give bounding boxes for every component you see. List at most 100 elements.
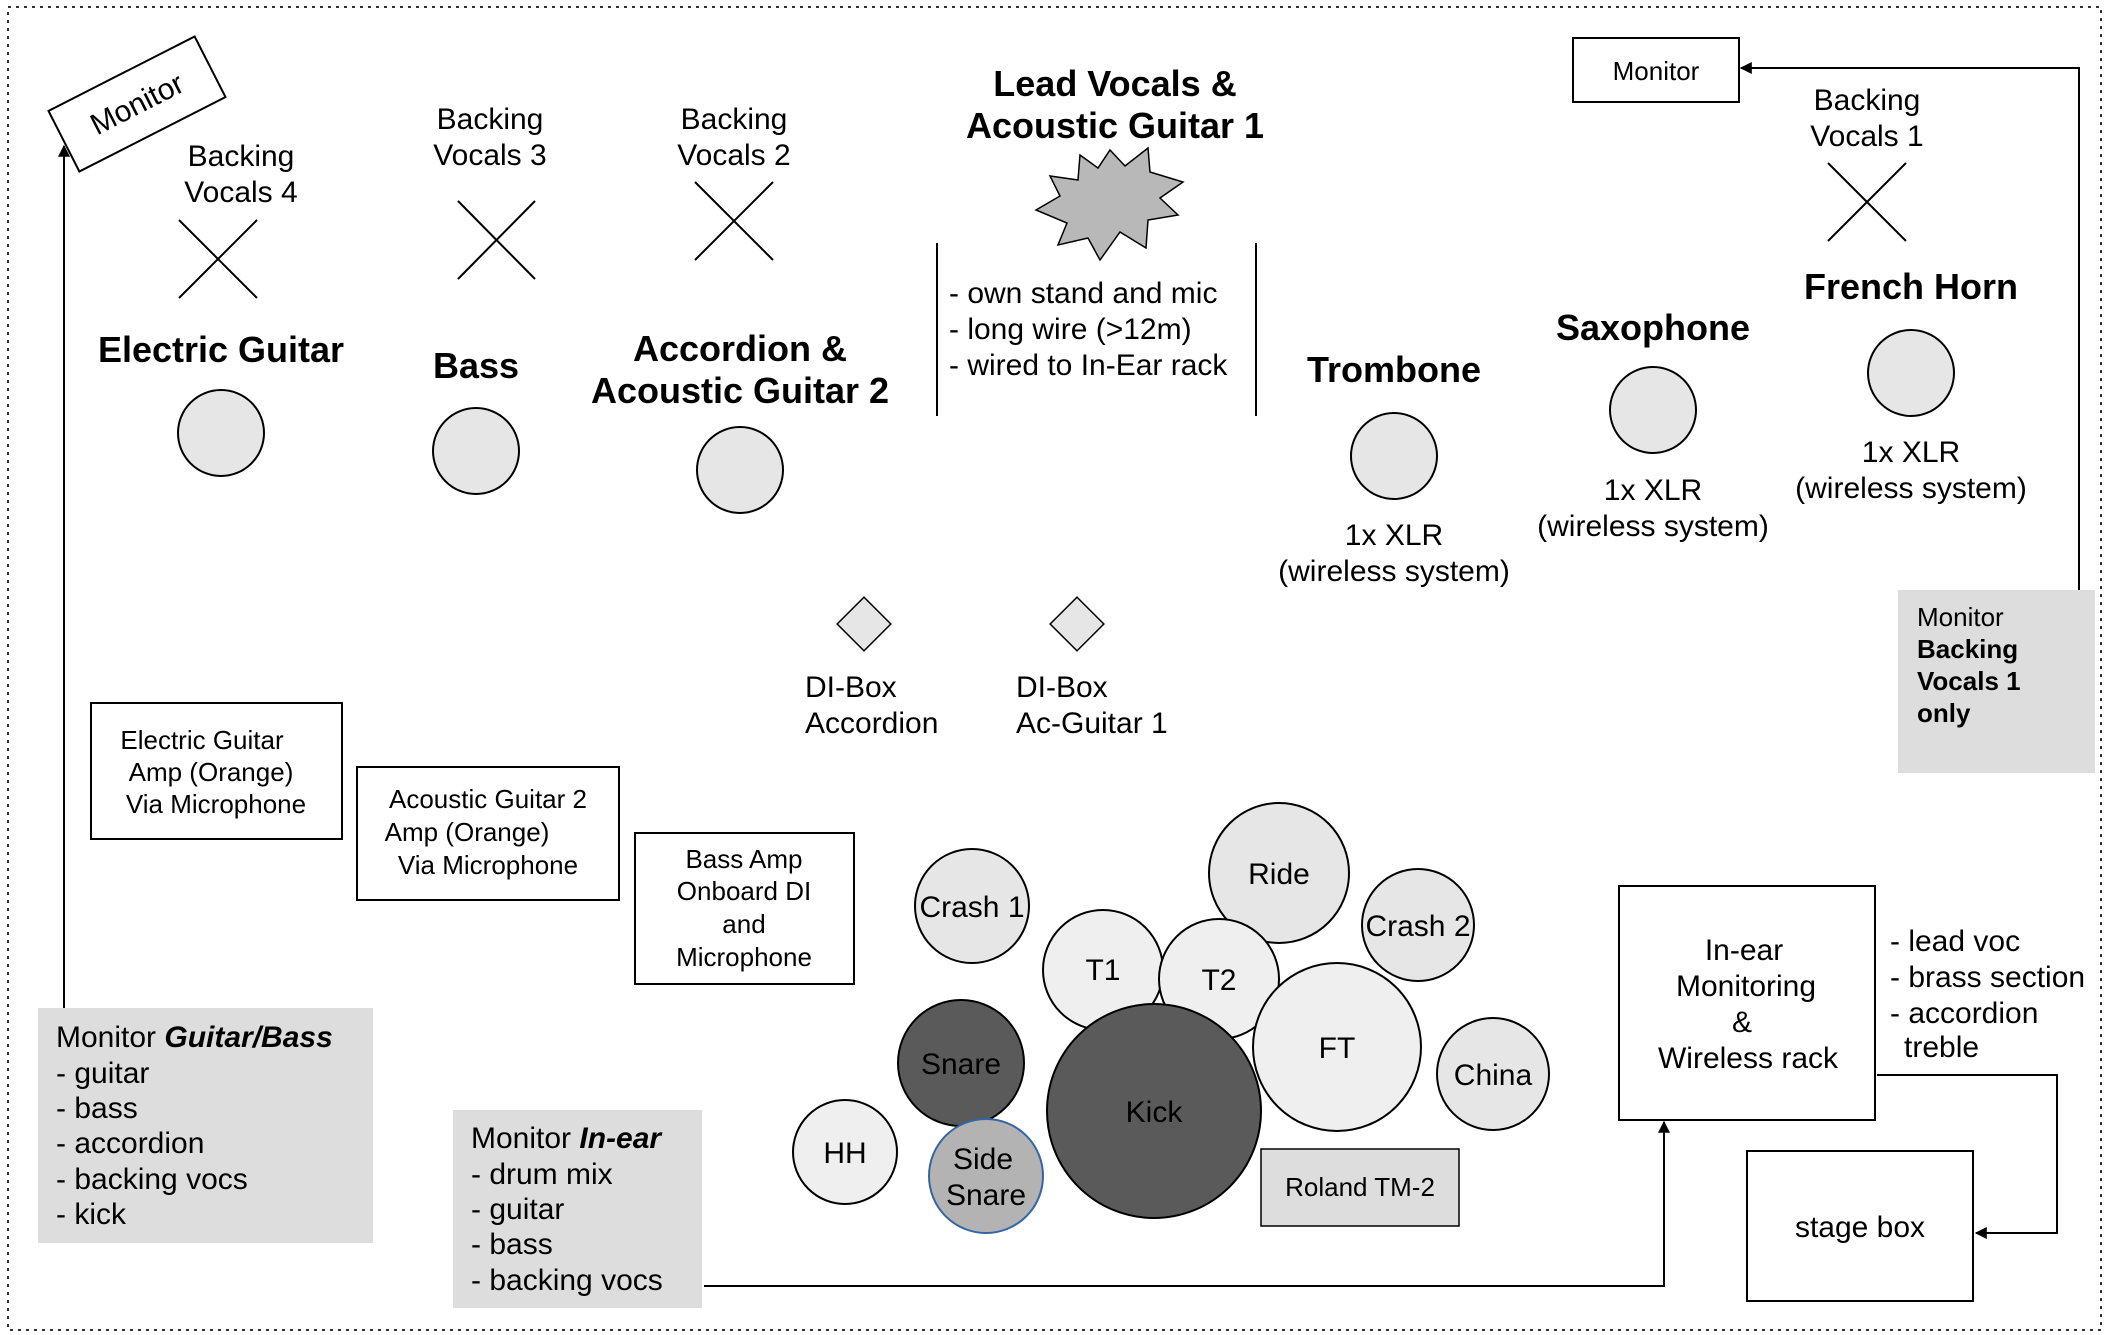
french-horn-position: French Horn 1x XLR (wireless system) [1795,266,2027,505]
stage-border [7,6,2102,1331]
monitor-in-ear-item-1: - drum mix [471,1158,613,1191]
amp-acoustic-line3: Via Microphone [398,850,578,880]
backing-vocals-1-line1: Backing [1814,84,1921,117]
trombone-label: Trombone [1307,349,1481,390]
saxophone-xlr-line2: (wireless system) [1537,510,1769,543]
stage-box-label: stage box [1795,1211,1925,1244]
performer-circle-icon [432,407,520,495]
rack-note-3: - accordion [1890,997,2038,1030]
french-horn-xlr-line2: (wireless system) [1795,472,2027,505]
rack-note-1: - lead voc [1890,925,2020,958]
monitor-in-ear-title: Monitor In-ear [471,1122,663,1155]
rack-line3: & [1732,1006,1752,1039]
lead-vocals-title-line1: Lead Vocals & [993,63,1236,104]
rack-line1: In-ear [1705,934,1783,967]
di-box-diamond-icon [836,596,892,652]
drum-china-label: China [1454,1059,1533,1092]
amp-bass-line2: Onboard DI [677,876,811,906]
lead-note-3: - wired to In-Ear rack [949,349,1228,382]
di-box-guitar-line2: Ac-Guitar 1 [1016,707,1168,740]
french-horn-xlr-line1: 1x XLR [1862,436,1960,469]
performer-circle-icon [177,389,265,477]
amp-acoustic-line1: Acoustic Guitar 2 [389,784,587,814]
amp-bass-line3: and [722,909,765,939]
di-box-guitar: DI-Box Ac-Guitar 1 [1016,596,1168,740]
performer-circle-icon [1609,366,1697,454]
drum-hh-label: HH [823,1137,866,1170]
stage-box: stage box [1746,1150,1974,1302]
trombone-position: Trombone 1x XLR (wireless system) [1278,349,1510,588]
backing-vocals-2-line2: Vocals 2 [677,139,790,172]
rack-line2: Monitoring [1676,970,1816,1003]
rack-note-4: treble [1904,1031,1979,1064]
drum-snare: Snare [897,999,1025,1127]
saxophone-xlr-line1: 1x XLR [1604,474,1702,507]
lead-note-1: - own stand and mic [949,277,1217,310]
backing-vocals-2: Backing Vocals 2 [677,103,791,261]
drum-ride-label: Ride [1248,858,1310,891]
drum-crash-2-label: Crash 2 [1365,910,1470,943]
di-box-accordion-line1: DI-Box [805,671,897,704]
backing-vocals-4-line1: Backing [188,140,295,173]
drum-crash-1: Crash 1 [914,848,1030,964]
monitor-in-ear-item-2: - guitar [471,1193,564,1226]
monitor-in-ear: Monitor In-ear - drum mix - guitar - bas… [453,1110,702,1308]
performer-circle-icon [696,426,784,514]
arrow-rack-to-stage-box [1877,1074,2058,1239]
monitor-backing-vocals-1: Monitor Backing Vocals 1 only [1898,590,2095,773]
performer-circle-icon [1867,329,1955,417]
arrow-to-monitor-top-right [1739,62,2080,590]
drum-side-snare-line1: Side [953,1143,1013,1176]
monitor-guitar-bass: Monitor Guitar/Bass - guitar - bass - ac… [38,1008,373,1243]
amp-bass-line1: Bass Amp [685,844,802,874]
monitor-bv1-line2: Backing [1917,634,2018,664]
lead-singer-burst-icon [1034,146,1185,262]
backing-vocals-3-line2: Vocals 3 [433,139,546,172]
electric-guitar-position: Electric Guitar [98,329,344,477]
monitor-bv1-line1: Monitor [1917,602,2004,632]
mic-stand-x-icon [457,200,536,280]
amp-electric-line3: Via Microphone [126,789,306,819]
backing-vocals-3-line1: Backing [437,103,544,136]
amp-electric-line1: Electric Guitar [120,725,284,755]
monitor-bv1-line3: Vocals 1 [1917,666,2021,696]
drum-kick: Kick [1046,1003,1262,1219]
drum-side-snare-line2: Snare [946,1179,1026,1212]
monitor-guitar-bass-item-1: - guitar [56,1057,149,1090]
drum-ride: Ride [1208,802,1350,944]
drum-side-snare: Side Snare [928,1118,1044,1234]
monitor-guitar-bass-item-2: - bass [56,1092,138,1125]
drum-crash-1-label: Crash 1 [919,891,1024,924]
amp-acoustic-line2: Amp (Orange) [385,817,550,847]
di-box-accordion-line2: Accordion [805,707,938,740]
di-box-diamond-icon [1049,596,1105,652]
di-box-guitar-line1: DI-Box [1016,671,1108,704]
drum-t2-label: T2 [1201,964,1236,997]
backing-vocals-2-line1: Backing [681,103,788,136]
amp-bass-line4: Microphone [676,942,812,972]
rack-note-2: - brass section [1890,961,2085,994]
backing-vocals-4-line2: Vocals 4 [184,176,297,209]
trombone-xlr-line1: 1x XLR [1345,519,1443,552]
monitor-guitar-bass-item-4: - backing vocs [56,1163,248,1196]
drum-t1-label: T1 [1085,954,1120,987]
saxophone-position: Saxophone 1x XLR (wireless system) [1537,307,1769,543]
amp-acoustic-guitar: Acoustic Guitar 2 Amp (Orange) Via Micro… [356,766,620,901]
mic-stand-x-icon [694,181,774,261]
rack-line4: Wireless rack [1658,1042,1839,1075]
di-box-accordion: DI-Box Accordion [805,596,938,740]
in-ear-rack: In-ear Monitoring & Wireless rack - lead… [1618,885,2085,1121]
accordion-label-line2: Acoustic Guitar 2 [591,370,889,411]
monitor-top-right: Monitor [1572,37,1740,103]
accordion-position: Accordion & Acoustic Guitar 2 [591,328,889,514]
backing-vocals-1: Backing Vocals 1 [1810,84,1924,242]
mic-stand-x-icon [1827,162,1907,242]
drum-kit: Crash 1 Ride Crash 2 T1 T2 Snare HH Sid [792,802,1550,1234]
drum-hh: HH [792,1099,898,1205]
bass-position: Bass [432,345,520,495]
monitor-top-right-label: Monitor [1613,56,1700,86]
backing-vocals-4: Backing Vocals 4 [178,140,298,299]
lead-note-2: - long wire (>12m) [949,313,1192,346]
drum-ft: FT [1252,962,1422,1132]
drum-china: China [1436,1017,1550,1131]
